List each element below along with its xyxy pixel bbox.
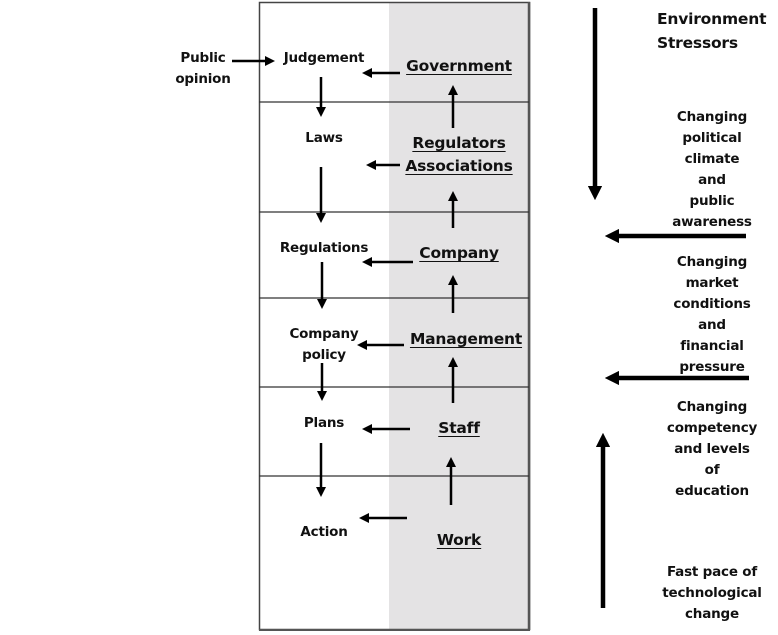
title-line: Stressors: [657, 34, 738, 52]
stressor-competency: Changing competency and levels of educat…: [667, 397, 757, 502]
actor-work: Work: [436, 529, 482, 552]
label-line: Judgement: [283, 50, 365, 66]
label-line: conditions and: [673, 296, 751, 333]
label-line: technological: [662, 585, 762, 601]
stressors-title: Environment Stressors: [657, 7, 766, 55]
label-line: Company: [419, 244, 499, 262]
external-input-public-opinion: Public opinion: [175, 48, 230, 90]
label-line: Regulators: [412, 134, 506, 152]
process-company-policy: Company policy: [289, 324, 358, 366]
label-line: climate and: [684, 151, 740, 188]
label-line: opinion: [175, 71, 231, 87]
process-judgement: Judgement: [284, 48, 365, 69]
label-line: change: [685, 606, 739, 622]
actor-company: Company: [419, 242, 499, 265]
label-line: Company: [289, 326, 359, 342]
process-regulations: Regulations: [279, 238, 369, 259]
actor-column-background: [389, 2, 529, 629]
label-line: political: [682, 130, 742, 146]
actor-staff: Staff: [438, 417, 480, 440]
actor-management: Management: [410, 328, 522, 351]
label-line: Management: [409, 330, 523, 348]
label-line: Changing: [676, 399, 748, 415]
label-line: Laws: [305, 130, 343, 146]
label-line: Associations: [405, 157, 513, 175]
label-line: Staff: [438, 419, 480, 437]
label-line: policy: [302, 347, 346, 363]
label-line: public: [689, 193, 735, 209]
label-line: Changing: [676, 254, 748, 270]
actor-regulators-associations: Regulators Associations: [405, 132, 512, 178]
label-line: financial: [680, 338, 744, 354]
label-line: Work: [436, 531, 482, 549]
title-line: Environment: [657, 10, 767, 28]
process-laws: Laws: [305, 128, 343, 149]
label-line: Public: [180, 50, 226, 66]
actor-government: Government: [406, 55, 512, 78]
label-line: Fast pace of: [666, 564, 758, 580]
label-line: awareness: [672, 214, 752, 230]
label-line: Changing: [676, 109, 748, 125]
process-plans: Plans: [304, 413, 344, 434]
label-line: competency: [666, 420, 758, 436]
label-line: Government: [406, 57, 512, 75]
label-line: market: [685, 275, 739, 291]
label-line: and levels of: [674, 441, 750, 478]
process-action: Action: [300, 522, 347, 543]
label-line: Action: [300, 524, 348, 540]
stressor-political-climate: Changing political climate and public aw…: [672, 107, 752, 233]
label-line: Regulations: [279, 240, 369, 256]
label-line: pressure: [679, 359, 745, 375]
stressor-technological-change: Fast pace of technological change: [662, 562, 762, 625]
label-line: Plans: [303, 415, 345, 431]
label-line: education: [675, 483, 749, 499]
stressor-market-conditions: Changing market conditions and financial…: [673, 252, 750, 378]
